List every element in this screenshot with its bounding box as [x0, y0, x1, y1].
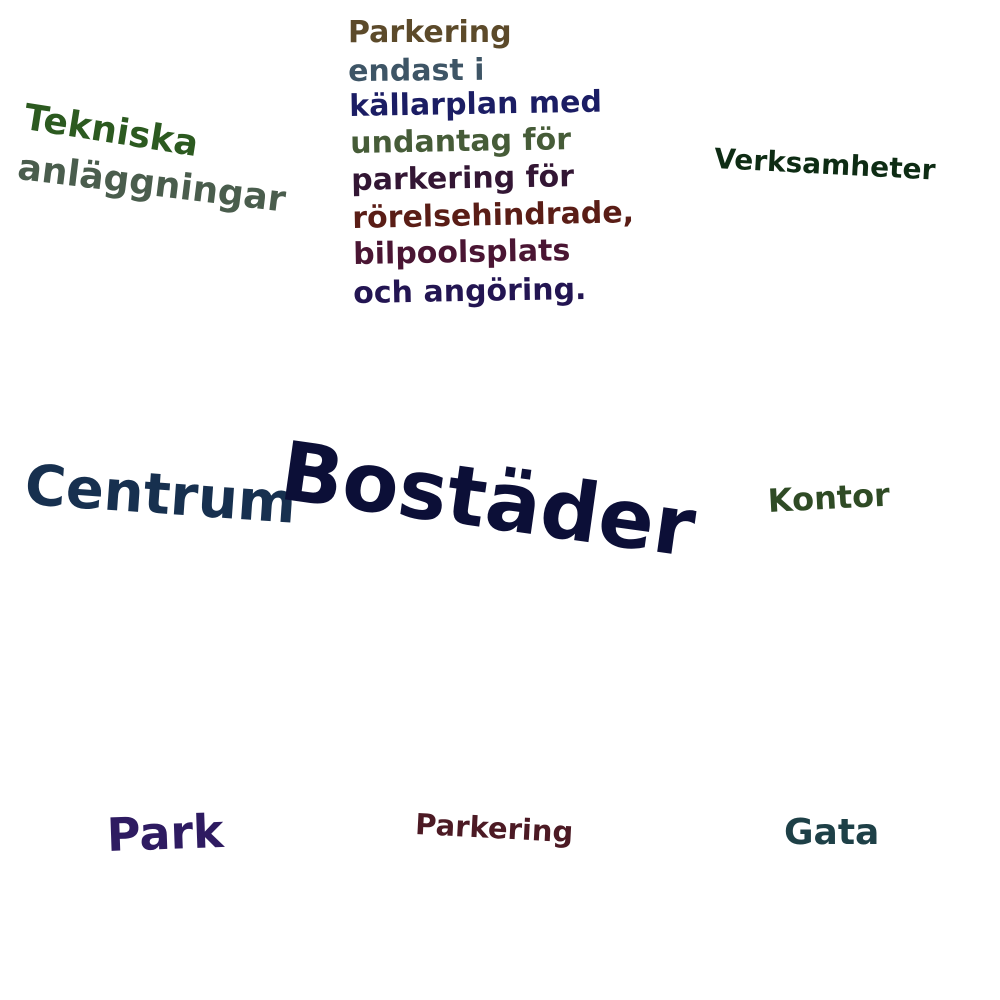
word-kontor: Kontor — [766, 475, 891, 520]
word-anlaggningar: anläggningar — [15, 147, 288, 221]
parking-note-line: bilpoolsplats — [352, 233, 571, 272]
parking-note-line: parkering för — [350, 159, 575, 198]
word-gata: Gata — [784, 812, 880, 853]
word-parkering: Parkering — [414, 807, 575, 850]
word-centrum: Centrum — [22, 453, 299, 537]
parking-note-line: och angöring. — [352, 271, 587, 311]
parking-note-line: rörelsehindrade, — [351, 195, 635, 236]
word-verksamheter: Verksamheter — [713, 142, 937, 187]
parking-note-line: endast i — [347, 52, 485, 89]
parking-note-line: källarplan med — [348, 84, 603, 124]
word-bostader: Bostäder — [274, 424, 701, 577]
parking-note-line: undantag för — [349, 122, 572, 161]
word-park: Park — [105, 803, 225, 862]
parking-note-line: Parkering — [348, 15, 512, 50]
